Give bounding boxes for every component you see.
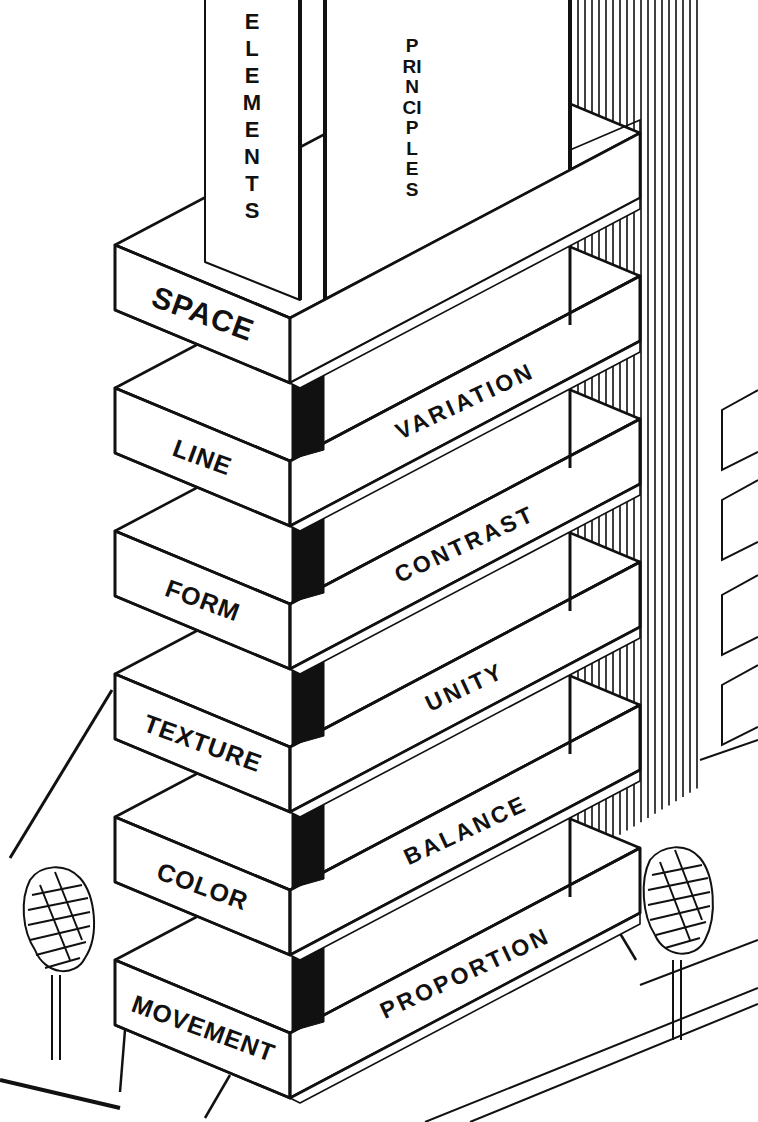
element-name: FORM <box>162 575 243 625</box>
element-face: TEXTURE <box>115 674 290 812</box>
facade-line <box>668 0 670 805</box>
face-border <box>115 674 290 812</box>
facade-line <box>675 0 677 801</box>
column-label: PRINCIPLES <box>403 36 422 200</box>
element-name: LINE <box>170 435 236 479</box>
principle-face: BALANCE <box>290 705 640 955</box>
element-face: FORM <box>115 531 290 669</box>
facade-line <box>661 0 663 810</box>
facade-line <box>654 0 656 814</box>
facade-line <box>647 0 649 818</box>
face-border <box>290 276 640 526</box>
face-border <box>115 817 290 955</box>
column-edge <box>323 0 327 299</box>
column-label: ELEMENTS <box>241 8 263 224</box>
slab-underside <box>290 198 640 388</box>
slab-left-face <box>115 960 290 1098</box>
face-border <box>115 245 290 383</box>
principle-name: UNITY <box>422 659 508 715</box>
face-border <box>115 531 290 669</box>
principle-face: UNITY <box>290 562 640 812</box>
slab-left-face <box>115 817 290 955</box>
element-face: MOVEMENT <box>115 960 290 1098</box>
facade-line <box>689 0 691 793</box>
tree-left <box>24 867 94 1060</box>
element-face: LINE <box>115 388 290 526</box>
slabs <box>115 0 640 1103</box>
principle-face: VARIATION <box>290 276 640 526</box>
facade-line <box>682 0 684 797</box>
element-name: SPACE <box>148 282 258 346</box>
column-edge <box>568 0 572 170</box>
facade-line <box>696 0 698 789</box>
face-border <box>115 960 290 1098</box>
face-border <box>115 388 290 526</box>
slab-left-face <box>115 531 290 669</box>
element-face: COLOR <box>115 817 290 955</box>
side-windows <box>700 390 758 760</box>
element-name: MOVEMENT <box>128 992 278 1067</box>
slab-left-face <box>115 245 290 383</box>
element-face: SPACE <box>115 245 290 383</box>
tree-right <box>644 847 713 1040</box>
slab-left-face <box>115 388 290 526</box>
face-border <box>290 419 640 669</box>
element-name: TEXTURE <box>140 710 265 776</box>
column-edge <box>298 0 302 300</box>
principle-name: VARIATION <box>392 359 538 443</box>
principle-face: PROPORTION <box>290 848 640 1098</box>
slab-right-face <box>290 133 640 383</box>
face-border <box>290 705 640 955</box>
face-border <box>290 848 640 1098</box>
principle-name: CONTRAST <box>391 502 538 587</box>
principle-face: CONTRAST <box>290 419 640 669</box>
principle-name: BALANCE <box>400 791 531 868</box>
slab-left-face <box>115 674 290 812</box>
face-border <box>290 562 640 812</box>
elements-column <box>205 0 300 300</box>
